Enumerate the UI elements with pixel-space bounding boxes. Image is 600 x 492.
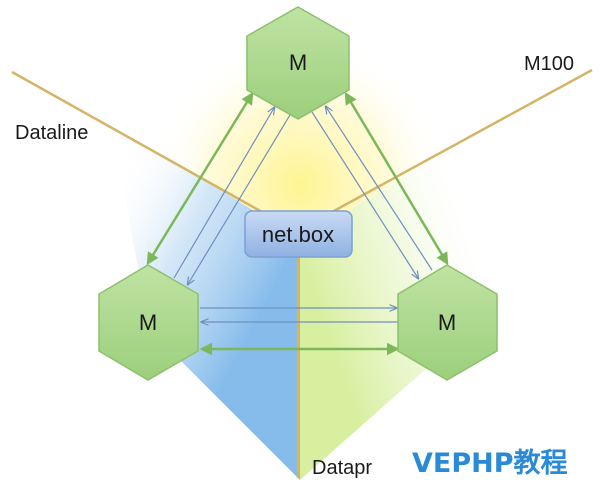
center-box: net.box [244, 210, 353, 258]
tint-yellow-region [110, 20, 500, 240]
region-label-right: M100 [524, 53, 574, 75]
replication-arrows [146, 91, 449, 356]
node-top-label: M [289, 50, 307, 75]
node-left: M [98, 264, 199, 381]
thick-arrow-top-left [146, 91, 254, 266]
thin-arrow-top-to-left [188, 114, 291, 284]
node-right: M [397, 264, 498, 381]
center-box-label: net.box [262, 222, 334, 247]
node-left-label: M [139, 310, 157, 335]
region-label-bottom: Datapr [312, 457, 372, 479]
thin-arrow-top-to-right [311, 111, 418, 278]
thin-arrow-right-to-top [326, 107, 433, 271]
center-box-rect [244, 210, 353, 258]
thin-arrow-left-to-top [173, 108, 274, 279]
node-right-hexagon [397, 264, 498, 381]
watermark-text: VEPHP教程 [412, 448, 568, 479]
thick-arrow-top-right [344, 91, 449, 266]
region-label-left: Dataline [15, 122, 88, 144]
node-right-label: M [438, 310, 456, 335]
node-top-hexagon [246, 6, 350, 120]
node-top: M [246, 6, 350, 120]
node-left-hexagon [98, 264, 199, 381]
